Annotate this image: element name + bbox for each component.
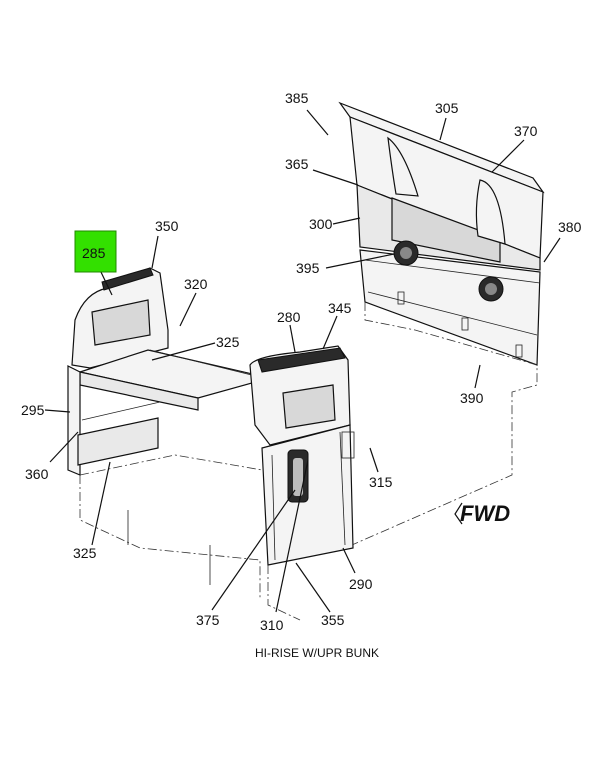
callout-395[interactable]: 395 <box>296 260 320 276</box>
fwd-label: FWD <box>460 501 510 526</box>
diagram-caption: HI-RISE W/UPR BUNK <box>255 646 379 660</box>
callout-295[interactable]: 295 <box>21 402 45 418</box>
callout-280[interactable]: 280 <box>277 309 301 325</box>
callout-325-upper[interactable]: 325 <box>216 334 240 350</box>
callout-365[interactable]: 365 <box>285 156 309 172</box>
callout-300[interactable]: 300 <box>309 216 333 232</box>
callout-310[interactable]: 310 <box>260 617 284 633</box>
callout-285[interactable]: 285 <box>82 245 106 261</box>
callouts: 385 305 370 365 300 380 395 285 350 320 … <box>21 90 582 633</box>
fwd-indicator: FWD <box>454 501 510 526</box>
upper-bunk-assembly <box>67 267 273 600</box>
callout-380[interactable]: 380 <box>558 219 582 235</box>
callout-320[interactable]: 320 <box>184 276 208 292</box>
callout-385[interactable]: 385 <box>285 90 309 106</box>
callout-350[interactable]: 350 <box>155 218 179 234</box>
callout-375[interactable]: 375 <box>196 612 220 628</box>
callout-305[interactable]: 305 <box>435 100 459 116</box>
leader-lines <box>44 109 561 613</box>
callout-315[interactable]: 315 <box>369 474 393 490</box>
callout-360[interactable]: 360 <box>25 466 49 482</box>
callout-390[interactable]: 390 <box>460 390 484 406</box>
highlight-box-285 <box>74 230 117 273</box>
callout-345[interactable]: 345 <box>328 300 352 316</box>
callout-290[interactable]: 290 <box>349 576 373 592</box>
callout-370[interactable]: 370 <box>514 123 538 139</box>
callout-325-lower[interactable]: 325 <box>73 545 97 561</box>
rear-wall-assembly <box>338 101 545 549</box>
fwd-arrow-icon <box>454 502 463 525</box>
front-right-assembly <box>249 345 355 621</box>
callout-355[interactable]: 355 <box>321 612 345 628</box>
